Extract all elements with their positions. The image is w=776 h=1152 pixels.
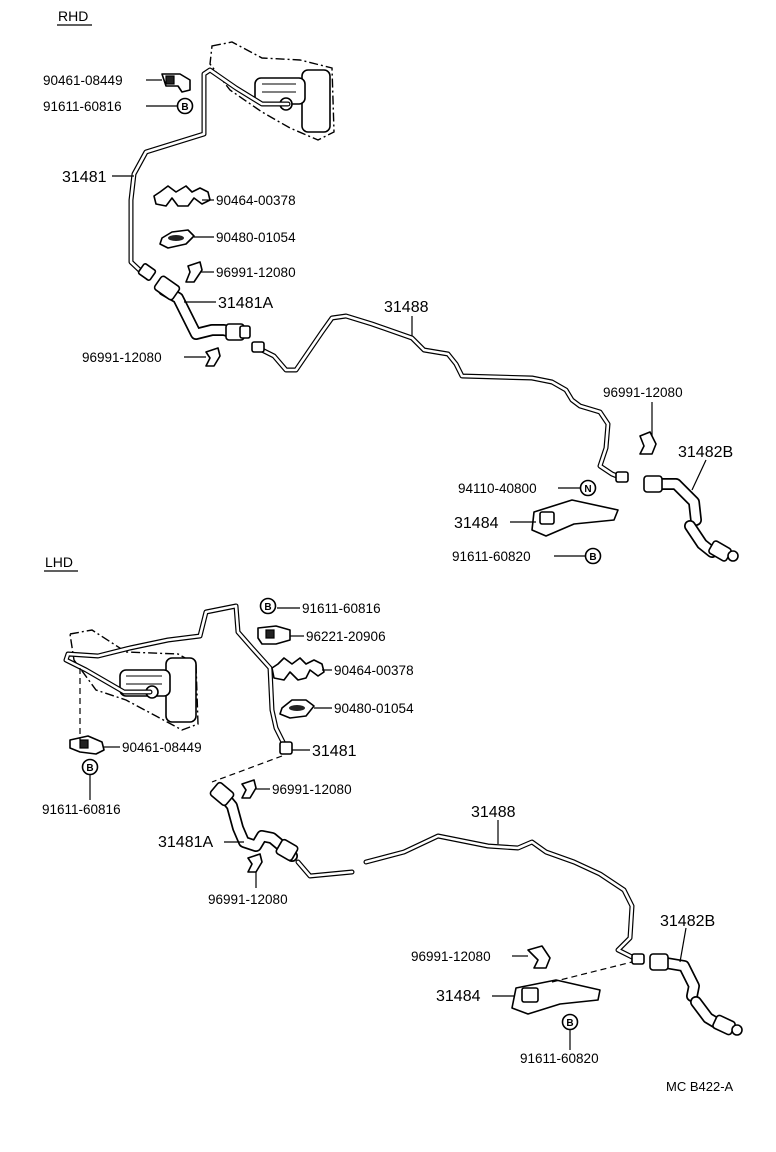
lhd-clamp-90461-icon <box>69 735 105 755</box>
lhd-label-31484: 31484 <box>436 988 481 1005</box>
lhd-label-31482B: 31482B <box>660 913 715 930</box>
lhd-label-96221-20906: 96221-20906 <box>306 629 386 644</box>
rhd-bolt-marker-letter: B <box>181 102 188 113</box>
rhd-bolt-marker-b-icon: B <box>176 97 194 115</box>
rhd-label-96991-12080-right: 96991-12080 <box>603 385 683 400</box>
rhd-hose-31482B <box>643 475 739 562</box>
rhd-clip-96991-right-icon <box>639 431 657 455</box>
rhd-title: RHD <box>58 8 88 24</box>
lhd-clamp-90464-icon <box>271 657 325 681</box>
rhd-label-96991-12080-upper: 96991-12080 <box>216 265 296 280</box>
rhd-clip-96991-lower-icon <box>205 347 221 367</box>
lhd-label-31481: 31481 <box>312 743 357 760</box>
lhd-bolt-marker-b-left-icon: B <box>81 758 99 776</box>
rhd-master-cylinder <box>209 41 335 141</box>
rhd-label-31482B: 31482B <box>678 444 733 461</box>
lhd-label-90464-00378: 90464-00378 <box>334 663 414 678</box>
lhd-bolt-marker-b-top-icon: B <box>259 597 277 615</box>
lhd-label-91611-60820: 91611-60820 <box>520 1051 599 1066</box>
lhd-bolt-marker-b-bottom-icon: B <box>561 1013 579 1031</box>
lhd-label-91611-60816-top: 91611-60816 <box>302 601 381 616</box>
rhd-tube-31488 <box>251 313 629 483</box>
rhd-label-31481A: 31481A <box>218 295 273 312</box>
lhd-clip-96991-right-icon <box>527 945 551 969</box>
rhd-bolt-marker-letter-2: B <box>589 552 596 563</box>
rhd-label-91611-60816: 91611-60816 <box>43 99 122 114</box>
lhd-tube-31481 <box>63 603 293 755</box>
rhd-label-31484: 31484 <box>454 515 499 532</box>
lhd-title: LHD <box>45 554 73 570</box>
rhd-leader-31482B <box>691 459 707 491</box>
rhd-label-31481: 31481 <box>62 169 107 186</box>
rhd-section: RHD <box>43 8 739 565</box>
rhd-hose-31481A <box>153 275 251 341</box>
lhd-clip-96991-upper-icon <box>241 779 257 799</box>
rhd-label-90464-00378: 90464-00378 <box>216 193 296 208</box>
lhd-tube-31488 <box>295 833 645 965</box>
lhd-label-96991-12080-upper: 96991-12080 <box>272 782 352 797</box>
rhd-label-91611-60820: 91611-60820 <box>452 549 531 564</box>
lhd-hose-31482B <box>649 953 743 1036</box>
lhd-label-91611-60816-left: 91611-60816 <box>42 802 121 817</box>
rhd-label-90461-08449: 90461-08449 <box>43 73 123 88</box>
rhd-nut-marker-n-icon: N <box>579 479 597 497</box>
lhd-label-96991-12080-right: 96991-12080 <box>411 949 491 964</box>
lhd-clip-96991-lower-icon <box>247 853 263 873</box>
lhd-hose-31481A <box>209 781 299 862</box>
lhd-leader-31482B <box>679 927 687 963</box>
lhd-section: LHD <box>42 554 743 1066</box>
lhd-bolt-marker-letter-top: B <box>264 602 271 613</box>
lhd-label-31488: 31488 <box>471 804 516 821</box>
lhd-bracket-31484-icon <box>511 979 601 1015</box>
lhd-label-90480-01054: 90480-01054 <box>334 701 414 716</box>
rhd-label-94110-40800: 94110-40800 <box>458 481 537 496</box>
lhd-bracket-96221-icon <box>257 625 291 645</box>
rhd-label-31488: 31488 <box>384 299 429 316</box>
rhd-label-90480-01054: 90480-01054 <box>216 230 296 245</box>
lhd-bolt-marker-letter-bottom: B <box>566 1018 573 1029</box>
rhd-clamp-90461-icon <box>161 73 191 93</box>
rhd-nut-marker-letter: N <box>584 484 591 495</box>
lhd-cushion-90480-icon <box>279 699 315 719</box>
lhd-label-96991-12080-lower: 96991-12080 <box>208 892 288 907</box>
rhd-cushion-90480-icon <box>159 229 195 249</box>
lhd-label-31481A: 31481A <box>158 834 213 851</box>
rhd-bracket-31484-icon <box>531 499 619 537</box>
rhd-clamp-90464-icon <box>153 185 211 207</box>
lhd-bolt-marker-letter-left: B <box>86 763 93 774</box>
rhd-tube-31481 <box>128 67 291 281</box>
diagram-reference-code: MC B422-A <box>666 1079 734 1094</box>
lhd-dashed-guide-hose <box>211 755 283 783</box>
rhd-bolt-marker-b2-icon: B <box>584 547 602 565</box>
lhd-dashed-guide-bracket <box>551 961 633 983</box>
rhd-label-96991-12080-lower: 96991-12080 <box>82 350 162 365</box>
lhd-label-90461-08449: 90461-08449 <box>122 740 202 755</box>
rhd-clip-96991-upper-icon <box>185 261 203 283</box>
